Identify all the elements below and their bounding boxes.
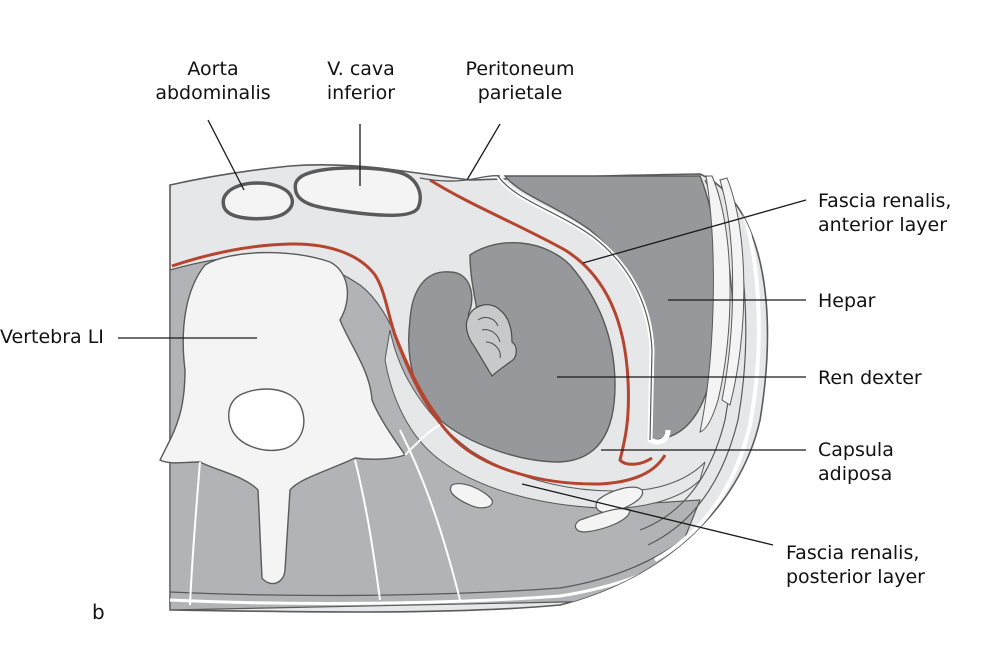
label-fascia-anterior-line2: anterior layer (818, 214, 948, 236)
leader-fascia-posterior (521, 483, 774, 546)
muscle-septa (189, 424, 461, 606)
liver-outline-inner (497, 175, 653, 441)
leader-fascia-anterior (582, 199, 807, 264)
label-peritoneum-line1: Peritoneum (465, 58, 575, 80)
vertebra (159, 251, 407, 585)
muscle-oval-3 (574, 508, 631, 533)
leader-aorta (207, 119, 245, 191)
label-capsula: Capsula adiposa (818, 438, 894, 486)
lateral-strip-1 (699, 175, 731, 433)
label-fascia-posterior-line1: Fascia renalis, (786, 542, 920, 564)
label-capsula-line1: Capsula (818, 439, 894, 461)
figure-letter: b (92, 600, 105, 624)
renal-pelvis (465, 304, 517, 377)
label-peritoneum: Peritoneum parietale (466, 57, 575, 105)
fascia-anterior-line (429, 178, 653, 466)
label-aorta-line2: abdominalis (155, 82, 271, 104)
label-peritoneum-line2: parietale (477, 82, 563, 104)
label-fascia-posterior: Fascia renalis, posterior layer (786, 541, 925, 589)
kidney-ren-dexter (408, 242, 616, 463)
spinal-canal (228, 388, 305, 452)
label-fascia-anterior-line1: Fascia renalis, (818, 190, 952, 212)
label-fascia-posterior-line2: posterior layer (786, 566, 925, 588)
muscle-oval-1 (449, 483, 493, 509)
fascia-posterior-inner (393, 334, 442, 421)
label-aorta-line1: Aorta (187, 58, 239, 80)
label-aorta: Aorta abdominalis (155, 57, 270, 105)
label-hepar: Hepar (818, 290, 876, 312)
label-vena-cava-line2: inferior (326, 82, 396, 104)
leader-lines (118, 119, 807, 546)
label-capsula-line2: adiposa (818, 463, 893, 485)
label-vena-cava: V. cava inferior (327, 57, 395, 105)
aorta (221, 181, 294, 221)
lateral-strip-2 (719, 177, 745, 406)
label-vertebra: Vertebra LI (0, 326, 104, 348)
label-fascia-anterior: Fascia renalis, anterior layer (818, 189, 951, 237)
peritoneum-line (419, 174, 501, 182)
muscle-oval-2 (595, 486, 644, 514)
label-ren: Ren dexter (818, 367, 922, 389)
label-vena-cava-line1: V. cava (327, 58, 395, 80)
lateral-wall-line-3 (654, 181, 761, 562)
fascia-renalis (171, 178, 667, 486)
leader-peritoneum (466, 123, 501, 181)
vena-cava (293, 166, 422, 218)
